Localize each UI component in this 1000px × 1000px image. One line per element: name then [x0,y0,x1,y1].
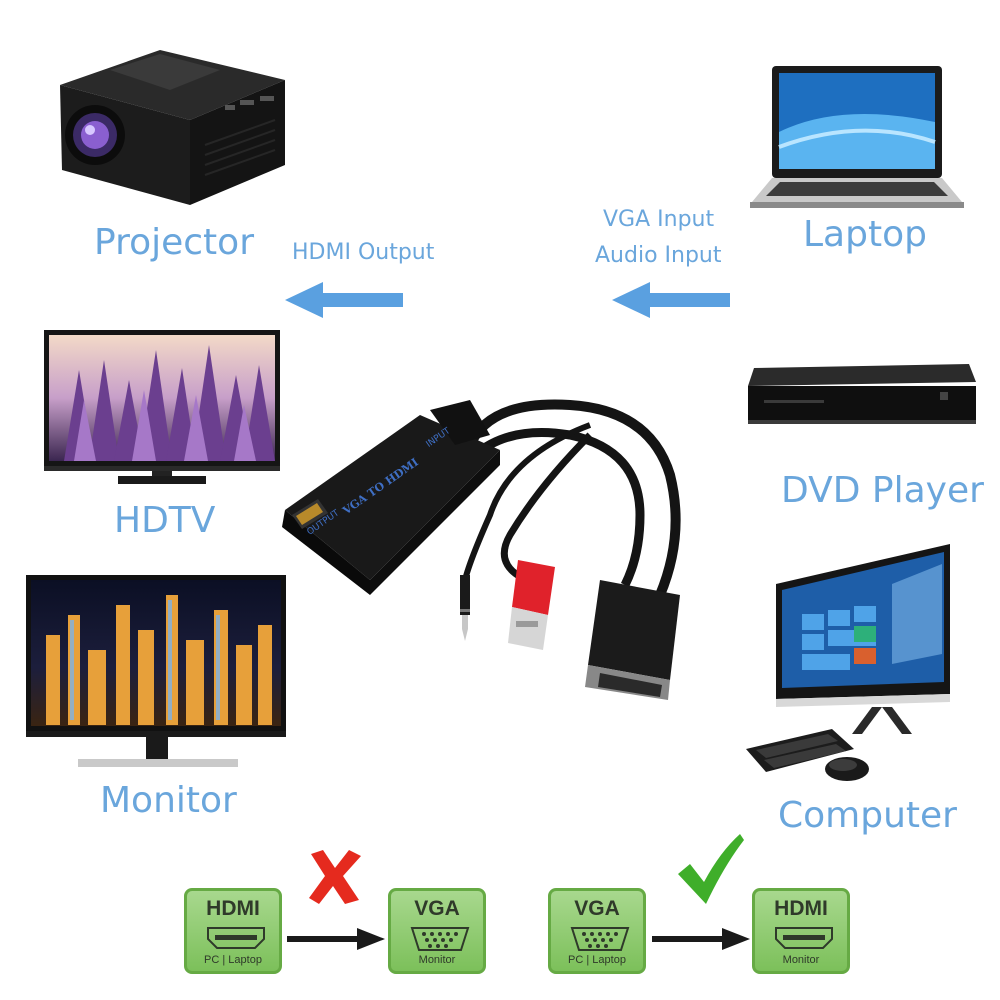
vga-port-icon [570,927,630,951]
dvd-player-label: DVD Player [781,470,984,511]
monitor-image [26,575,286,767]
audio-input-label: Audio Input [595,243,722,268]
vga-input-label: VGA Input [603,207,715,232]
left-arrow-icon [612,282,730,318]
right-arrow-icon [652,928,750,950]
dvd-player-image [748,364,976,424]
badge-sub: Monitor [418,954,456,966]
checkmark-icon [678,834,744,904]
badge-sub: PC | Laptop [568,954,626,966]
badge-title: HDMI [774,897,828,920]
vga-source-badge: VGA PC | Laptop [548,888,646,974]
laptop-label: Laptop [803,214,927,255]
badge-title: VGA [414,897,460,920]
projector-image [60,50,285,205]
hdmi-source-badge: HDMI PC | Laptop [184,888,282,974]
hdtv-image [44,330,280,484]
hdmi-target-badge: HDMI Monitor [752,888,850,974]
badge-title: HDMI [206,897,260,920]
vga-to-hdmi-adapter-image [282,399,681,700]
badge-title: VGA [574,897,620,920]
left-arrow-icon [285,282,403,318]
hdmi-port-icon [775,927,833,949]
hdtv-label: HDTV [114,500,216,541]
laptop-image [750,66,964,208]
badge-sub: Monitor [782,954,820,966]
monitor-label: Monitor [100,780,237,821]
badge-sub: PC | Laptop [204,954,262,966]
computer-image [746,544,950,781]
hdmi-port-icon [207,927,265,949]
right-arrow-icon [287,928,385,950]
hdmi-output-label: HDMI Output [292,240,435,265]
computer-label: Computer [778,795,957,836]
cross-icon [309,850,361,904]
projector-label: Projector [94,222,254,263]
vga-port-icon [410,927,470,951]
vga-target-badge: VGA Monitor [388,888,486,974]
